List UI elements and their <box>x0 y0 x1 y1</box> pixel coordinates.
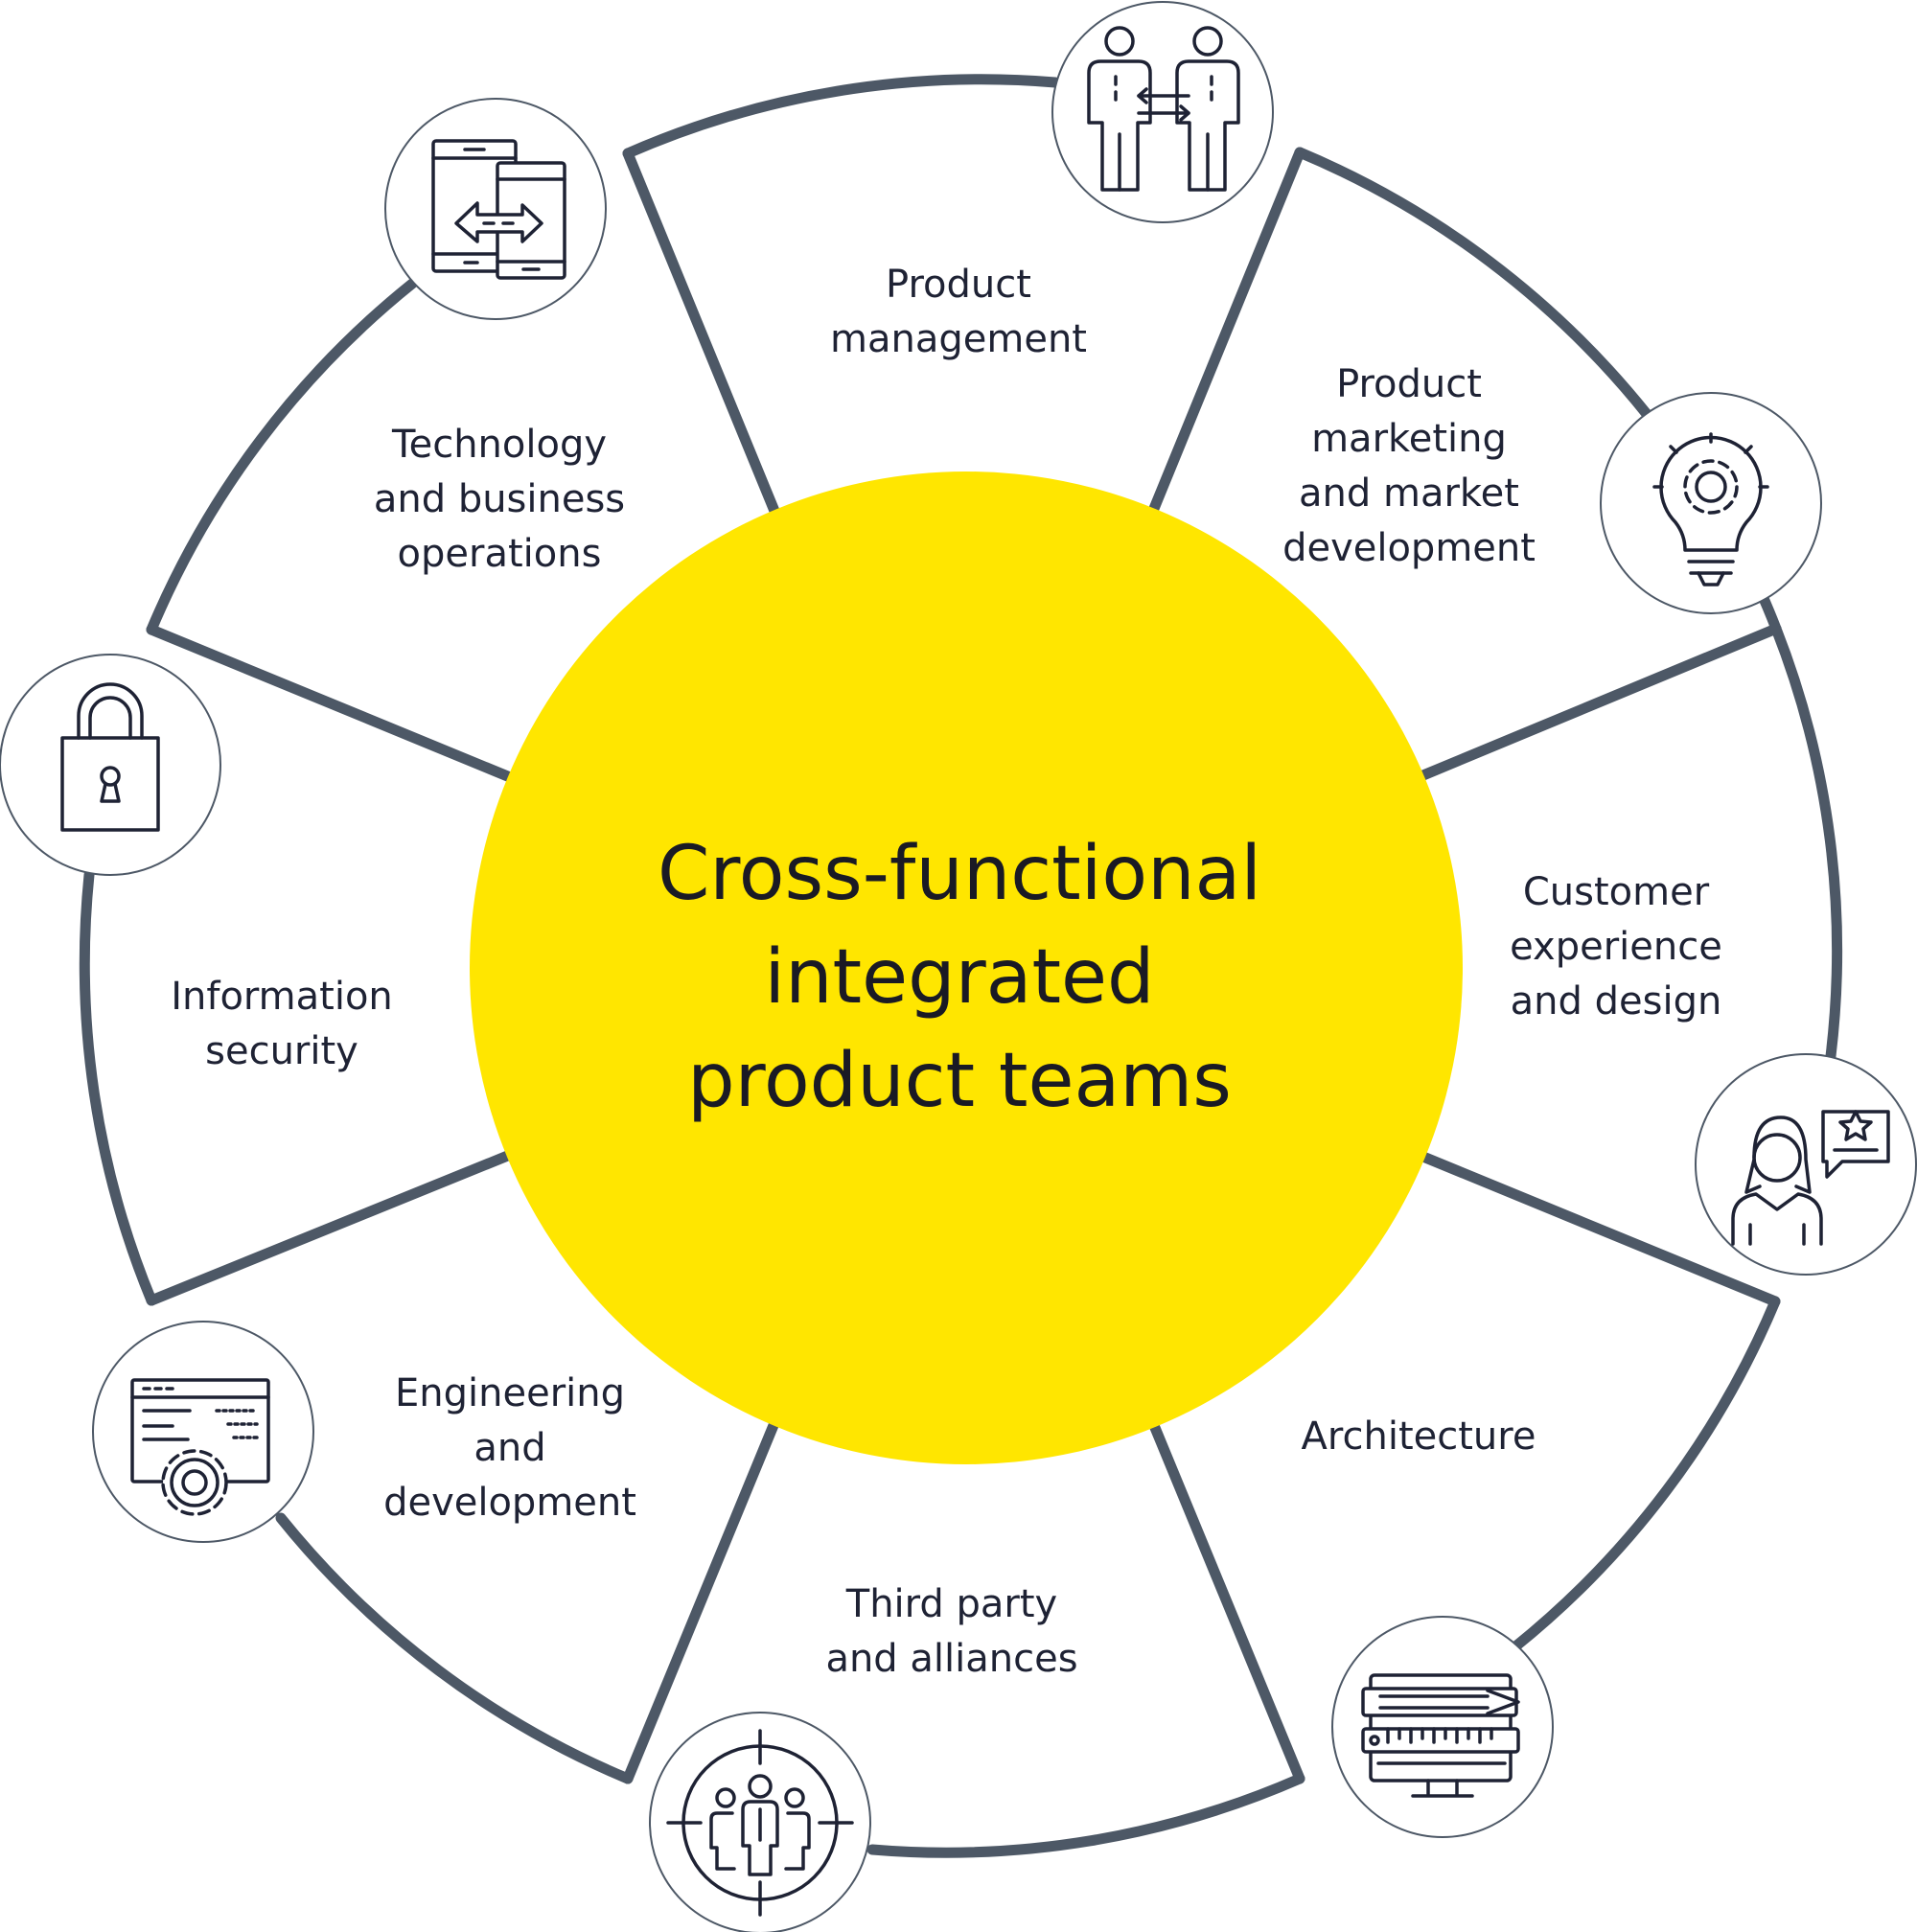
center-circle <box>470 472 1463 1464</box>
segment-label-line: management <box>830 317 1087 361</box>
segment-label-architecture: Architecture <box>1302 1410 1536 1464</box>
monitor-pencil-ruler-icon <box>1361 1673 1520 1798</box>
segment-label-line: Product <box>1336 362 1482 406</box>
segment-label-information-security: Information security <box>171 970 393 1079</box>
person-rating-speech-bubble-icon <box>1731 1110 1890 1246</box>
browser-window-gear-icon <box>130 1378 270 1516</box>
segment-label-product-management: Product management <box>830 258 1087 367</box>
segment-label-line: and <box>473 1426 546 1470</box>
outer-ring <box>79 74 1843 1858</box>
segment-label-product-marketing: Product marketing and market development <box>1282 357 1536 576</box>
badge-product-marketing <box>1600 392 1822 614</box>
center-title-line-3: product teams <box>687 1038 1232 1124</box>
badge-engineering <box>92 1321 314 1543</box>
badge-technology <box>384 98 607 320</box>
center-title: Cross-functional integrated product team… <box>658 822 1261 1133</box>
badge-architecture <box>1331 1616 1554 1838</box>
segment-label-line: development <box>383 1481 636 1525</box>
segment-label-line: Third party <box>845 1582 1058 1626</box>
badge-information-security <box>0 654 221 876</box>
segment-label-line: and alliances <box>825 1637 1078 1681</box>
segment-label-line: Product <box>886 263 1031 307</box>
segment-label-technology: Technology and business operations <box>374 418 625 582</box>
segment-label-line: Information <box>171 975 393 1019</box>
team-target-icon <box>666 1729 854 1917</box>
segment-label-line: security <box>205 1029 358 1073</box>
segment-label-customer-experience: Customer experience and design <box>1510 865 1722 1029</box>
segment-label-engineering: Engineering and development <box>383 1367 636 1530</box>
segment-label-line: and design <box>1510 979 1722 1024</box>
padlock-icon <box>60 682 160 832</box>
segment-label-line: Customer <box>1522 870 1710 914</box>
segment-label-line: development <box>1282 526 1536 570</box>
segment-label-line: and business <box>373 477 626 521</box>
segment-label-line: operations <box>397 532 602 576</box>
segment-label-line: and market <box>1299 472 1519 516</box>
lightbulb-gear-icon <box>1652 432 1769 586</box>
center-title-line-1: Cross-functional <box>657 831 1262 917</box>
segment-label-third-party: Third party and alliances <box>825 1577 1077 1687</box>
segment-label-line: Engineering <box>395 1371 625 1415</box>
devices-sync-arrows-icon <box>431 139 566 280</box>
center-title-line-2: integrated <box>764 934 1155 1021</box>
segment-label-line: Architecture <box>1301 1414 1536 1459</box>
segment-label-line: experience <box>1510 925 1722 969</box>
segment-dividers <box>146 147 1782 1784</box>
segment-label-line: marketing <box>1311 417 1507 461</box>
handshake-people-exchange-icon <box>1087 26 1240 192</box>
segment-label-line: Technology <box>391 423 608 467</box>
